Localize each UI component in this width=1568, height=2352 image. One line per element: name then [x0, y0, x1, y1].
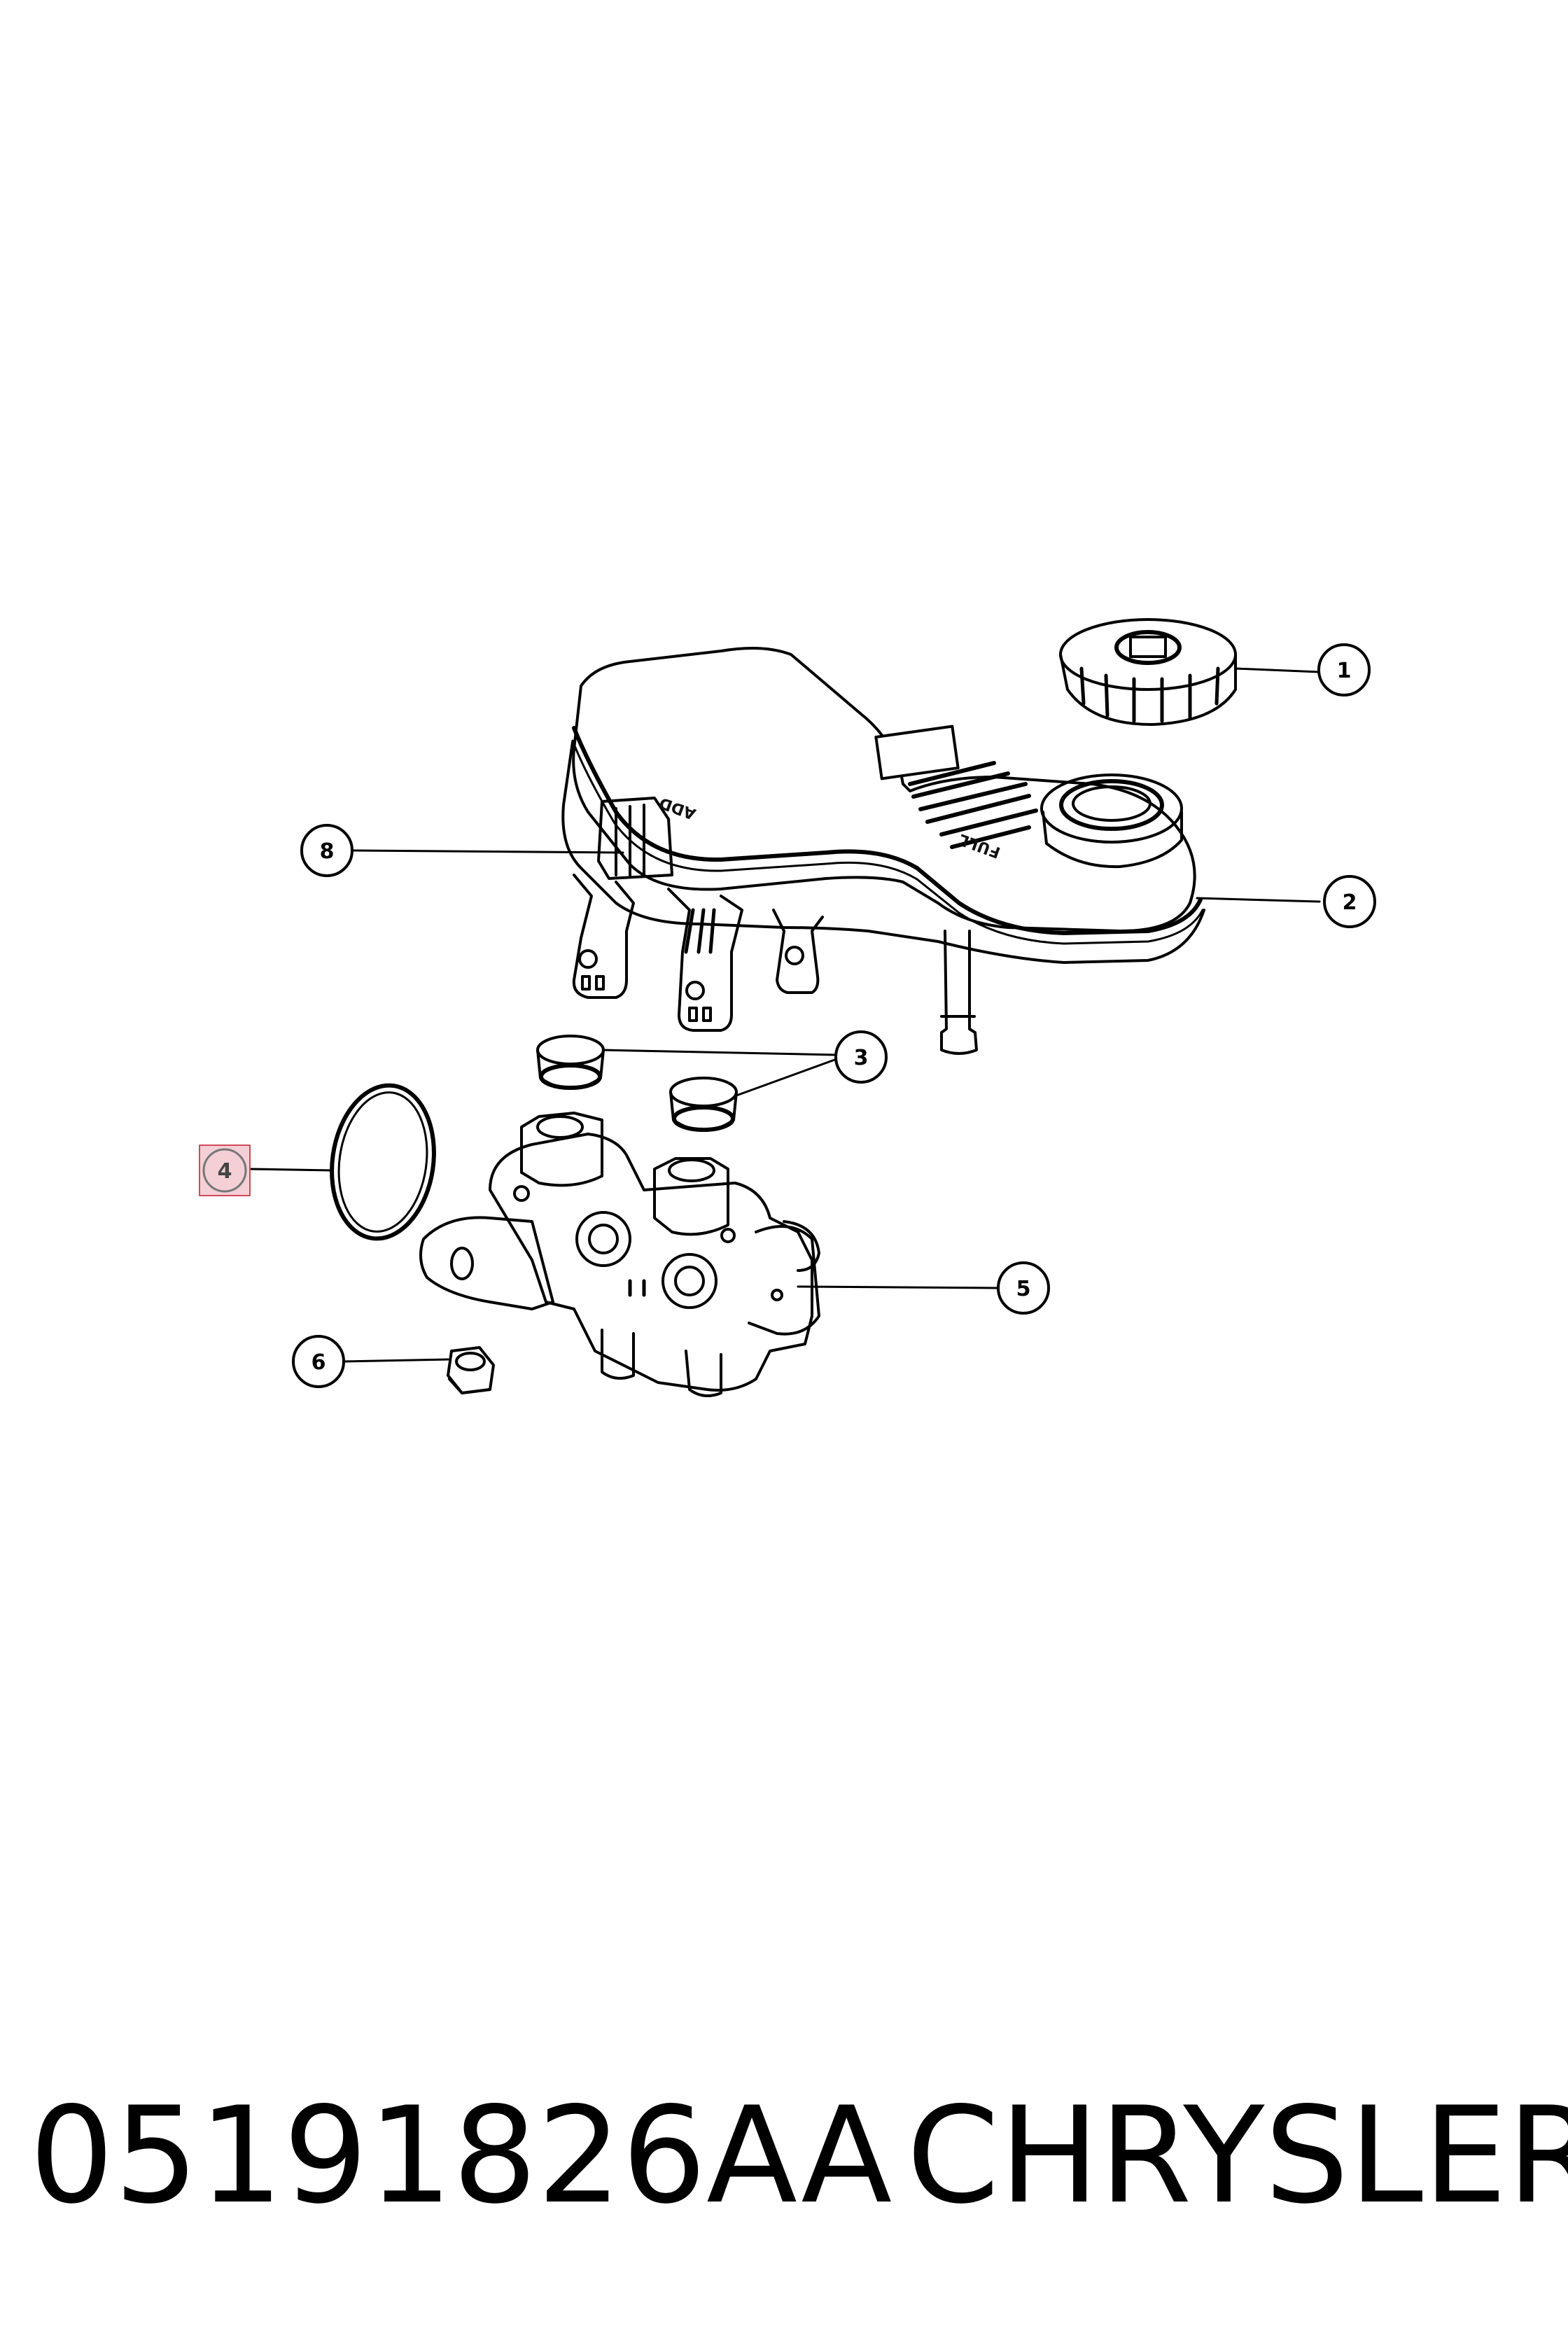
- callout-2[interactable]: [1323, 875, 1376, 928]
- leader-lines: [248, 667, 1321, 1363]
- callout-1-label: 1: [1337, 659, 1352, 683]
- brand-name: CHRYSLER: [906, 2078, 1568, 2233]
- reservoir-grommets: [536, 1035, 738, 1132]
- reservoir-cap: [1059, 618, 1237, 726]
- callout-8-label: 8: [320, 839, 335, 864]
- callout-5-label: 5: [1016, 1277, 1031, 1301]
- callout-8[interactable]: [300, 824, 354, 877]
- brake-master-cylinder: [419, 1112, 820, 1397]
- reservoir-add-mark: ADD: [657, 793, 699, 822]
- callout-6[interactable]: [292, 1335, 345, 1388]
- callout-4-label: 4: [218, 1159, 232, 1184]
- callout-2-label: 2: [1343, 890, 1357, 915]
- brake-fluid-reservoir: [561, 647, 1205, 1055]
- mounting-nut: [447, 1346, 495, 1394]
- master-cylinder-o-ring: [330, 1083, 436, 1241]
- callout-1[interactable]: [1317, 643, 1371, 696]
- callout-3-label: 3: [854, 1046, 869, 1070]
- callout-6-label: 6: [312, 1350, 326, 1375]
- callout-3[interactable]: [834, 1030, 888, 1084]
- callout-4[interactable]: [199, 1144, 251, 1196]
- callout-5[interactable]: [997, 1261, 1050, 1315]
- part-number: 05191826AA: [29, 2078, 892, 2233]
